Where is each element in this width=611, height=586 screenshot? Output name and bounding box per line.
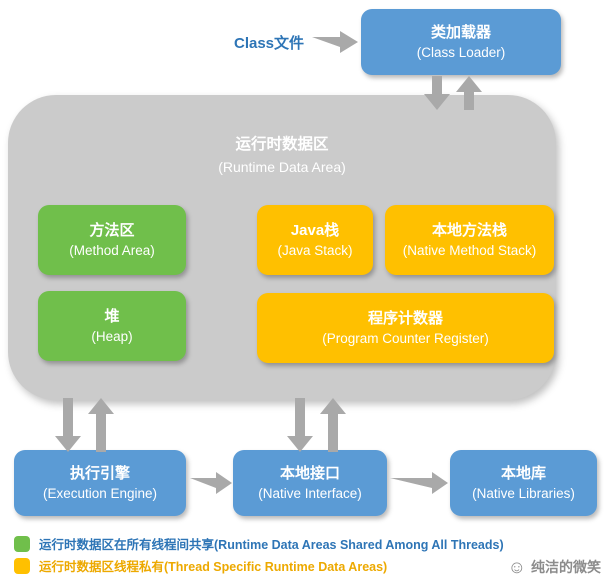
method-area-box: 方法区 (Method Area) [38, 205, 186, 275]
heap-title: 堆 [104, 307, 120, 325]
execution-engine-box: 执行引擎 (Execution Engine) [14, 450, 186, 516]
arrow-up-icon [456, 76, 482, 110]
arrow-right-icon [190, 472, 232, 494]
java-stack-title: Java栈 [290, 221, 340, 239]
legend-row-private: 运行时数据区线程私有(Thread Specific Runtime Data … [14, 556, 387, 575]
native-interface-box: 本地接口 (Native Interface) [233, 450, 387, 516]
native-method-stack-box: 本地方法栈 (Native Method Stack) [385, 205, 554, 275]
native-libraries-subtitle: (Native Libraries) [472, 486, 575, 502]
execution-engine-title: 执行引擎 [69, 464, 130, 482]
arrow-down-icon [287, 398, 313, 452]
heap-box: 堆 (Heap) [38, 291, 186, 361]
native-method-stack-title: 本地方法栈 [431, 221, 507, 239]
watermark-text: 纯洁的微笑 [531, 559, 601, 575]
runtime-data-area-title: 运行时数据区 [235, 136, 329, 153]
heap-subtitle: (Heap) [91, 329, 133, 345]
legend-swatch-green [14, 535, 30, 552]
program-counter-subtitle: (Program Counter Register) [322, 331, 489, 347]
native-interface-title: 本地接口 [279, 464, 340, 482]
legend-private-label: 运行时数据区线程私有(Thread Specific Runtime Data … [39, 560, 388, 574]
arrow-up-icon [320, 398, 346, 452]
arrow-right-icon [312, 31, 358, 53]
legend-swatch-yellow [14, 557, 30, 574]
legend-shared-label: 运行时数据区在所有线程间共享(Runtime Data Areas Shared… [39, 538, 504, 552]
smiley-face-icon: ☺ [507, 557, 526, 577]
runtime-data-area-subtitle: (Runtime Data Area) [218, 158, 346, 175]
native-libraries-box: 本地库 (Native Libraries) [450, 450, 597, 516]
arrow-right-icon [390, 472, 448, 494]
runtime-data-area-container: 运行时数据区 (Runtime Data Area) 方法区 (Method A… [8, 95, 556, 400]
native-libraries-title: 本地库 [500, 464, 546, 482]
watermark: ☺ 纯洁的微笑 [508, 557, 601, 577]
program-counter-box: 程序计数器 (Program Counter Register) [257, 293, 554, 363]
java-stack-subtitle: (Java Stack) [277, 243, 353, 259]
arrow-up-icon [88, 398, 114, 452]
arrow-down-icon [55, 398, 81, 452]
java-stack-box: Java栈 (Java Stack) [257, 205, 373, 275]
program-counter-title: 程序计数器 [367, 309, 443, 327]
runtime-data-area-title-block: 运行时数据区 (Runtime Data Area) [8, 133, 556, 177]
class-loader-box: 类加载器 (Class Loader) [361, 9, 561, 75]
class-file-label: Class文件 [234, 35, 305, 52]
class-loader-title: 类加载器 [430, 23, 491, 41]
class-loader-subtitle: (Class Loader) [416, 45, 506, 61]
native-method-stack-subtitle: (Native Method Stack) [402, 243, 537, 259]
native-interface-subtitle: (Native Interface) [258, 486, 362, 502]
execution-engine-subtitle: (Execution Engine) [42, 486, 158, 502]
legend-row-shared: 运行时数据区在所有线程间共享(Runtime Data Areas Shared… [14, 534, 504, 553]
method-area-subtitle: (Method Area) [69, 243, 155, 259]
arrow-down-icon [424, 76, 450, 110]
method-area-title: 方法区 [89, 221, 135, 239]
